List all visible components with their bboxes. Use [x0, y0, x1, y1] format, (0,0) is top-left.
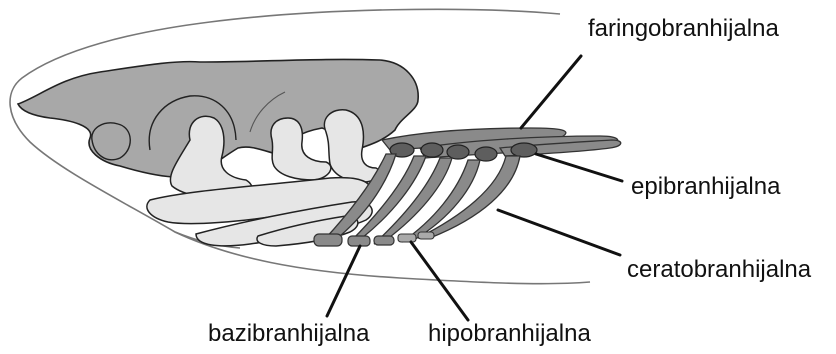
label-ceratobranhijalna: ceratobranhijalna: [627, 258, 811, 282]
leader-bazibranhijalna: [327, 246, 360, 316]
label-bazibranhijalna: bazibranhijalna: [208, 322, 369, 346]
label-epibranhijalna: epibranhijalna: [631, 175, 780, 199]
faringobranhijalna-bones: [382, 128, 621, 158]
label-hipobranhijalna: hipobranhijalna: [428, 322, 591, 346]
leader-faringobranhijalna: [521, 56, 581, 128]
leader-ceratobranhijalna: [498, 210, 620, 255]
leader-epibranhijalna: [536, 154, 622, 181]
bazibranhijalna-bones: [314, 234, 394, 246]
label-faringobranhijalna: faringobranhijalna: [588, 17, 779, 41]
